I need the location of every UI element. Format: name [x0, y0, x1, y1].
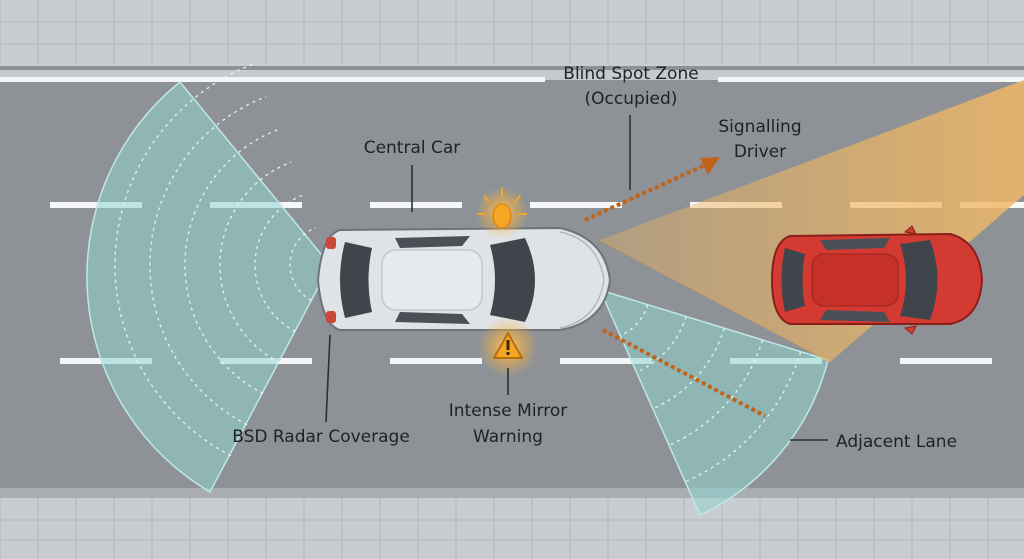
blind-spot-label: Blind Spot Zone — [563, 64, 698, 84]
road-edge-top — [0, 70, 1024, 80]
central-car — [316, 226, 612, 331]
signalling-car — [770, 225, 984, 335]
signalling-sublabel: Driver — [734, 142, 786, 162]
mirror-arrow — [602, 328, 766, 418]
bsd-radar-label: BSD Radar Coverage — [232, 427, 410, 447]
rear-radar-coverage — [86, 63, 331, 494]
road-edge-line-top — [0, 77, 545, 82]
mirror-warning-sublabel: Warning — [473, 427, 543, 447]
front-radar-coverage — [598, 288, 829, 517]
warning-triangle-icon — [478, 317, 538, 377]
road-edge-bottom — [0, 488, 1024, 498]
turn-signal-icon — [476, 187, 528, 239]
signalling-label: Signalling — [718, 117, 801, 137]
central-car-label: Central Car — [364, 138, 461, 158]
blind-spot-sublabel: (Occupied) — [585, 89, 678, 109]
sidewalk-top — [0, 0, 1024, 66]
leader-lines — [325, 115, 828, 441]
road-edge-line-top-right — [718, 77, 1024, 82]
adjacent-lane-label: Adjacent Lane — [836, 432, 957, 452]
signal-arrow — [584, 157, 720, 222]
sidewalk-bottom — [0, 496, 1024, 559]
mirror-warning-label: Intense Mirror — [449, 401, 568, 421]
blind-spot-zone — [599, 80, 1024, 363]
